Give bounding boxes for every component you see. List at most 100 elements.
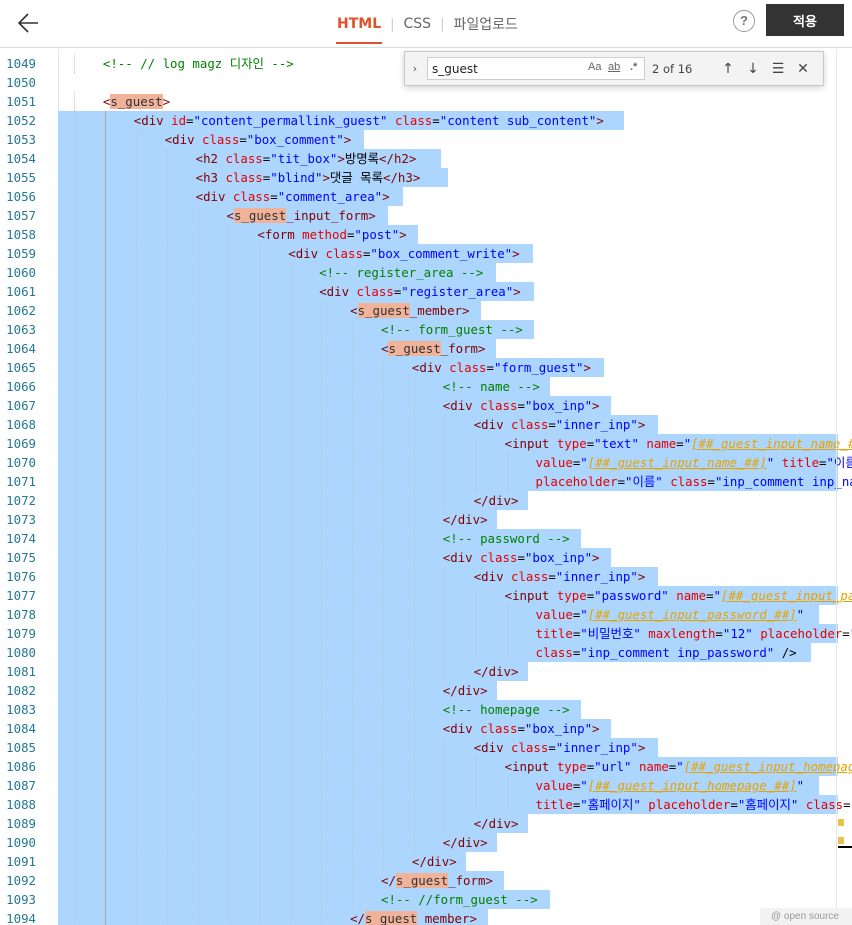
code-line[interactable]: 1050 [0,73,852,92]
code-line[interactable]: 1061<div class="register_area"> [0,282,852,301]
code-text[interactable]: </s_guest_form> [381,871,493,890]
find-input-box[interactable]: Aa ab .* [427,57,645,80]
code-text[interactable]: <div class="form_guest"> [412,358,591,377]
code-line[interactable]: 1082</div> [0,681,852,700]
code-line[interactable]: 1093<!-- //form_guest --> [0,890,852,909]
code-text[interactable]: <input type="password" name="[##_guest_i… [505,586,852,605]
code-line[interactable]: 1058<form method="post"> [0,225,852,244]
code-line[interactable]: 1086<input type="url" name="[##_guest_in… [0,757,852,776]
code-line[interactable]: 1091</div> [0,852,852,871]
code-text[interactable]: <!-- password --> [443,529,570,548]
code-text[interactable]: value="[##_guest_input_homepage_##]" [536,776,805,795]
code-text[interactable]: </div> [474,662,519,681]
code-text[interactable]: </div> [474,814,519,833]
code-line[interactable]: 1064<s_guest_form> [0,339,852,358]
code-line[interactable]: 1085<div class="inner_inp"> [0,738,852,757]
whole-word-toggle[interactable]: ab [608,61,621,73]
code-line[interactable]: 1060<!-- register_area --> [0,263,852,282]
code-line[interactable]: 1094</s_guest_member> [0,909,852,925]
code-text[interactable]: <!-- form_guest --> [381,320,523,339]
code-line[interactable]: 1054<h2 class="tit_box">방명록</h2> [0,149,852,168]
code-line[interactable]: 1049<!-- // log magz 디자인 --> [0,54,852,73]
code-text[interactable]: </div> [474,491,519,510]
code-text[interactable]: value="[##_guest_input_name_##]" title="… [536,453,852,472]
code-text[interactable]: <s_guest_member> [350,301,469,320]
code-text[interactable]: title="홈페이지" placeholder="홈페이지" class="i… [536,795,852,814]
code-text[interactable]: <div class="box_inp"> [443,396,600,415]
code-line[interactable]: 1084<div class="box_inp"> [0,719,852,738]
code-line[interactable]: 1074<!-- password --> [0,529,852,548]
regex-toggle[interactable]: .* [630,61,638,73]
code-text[interactable]: title="비밀번호" maxlength="12" placeholder=… [536,624,852,643]
code-text[interactable]: <!-- homepage --> [443,700,570,719]
help-button[interactable]: ? [733,10,755,32]
code-line[interactable]: 1075<div class="box_inp"> [0,548,852,567]
find-input[interactable] [432,61,582,76]
tab-css[interactable]: CSS [403,16,432,32]
code-line[interactable]: 1051<s_guest> [0,92,852,111]
code-line[interactable]: 1069<input type="text" name="[##_guest_i… [0,434,852,453]
code-line[interactable]: 1066<!-- name --> [0,377,852,396]
code-text[interactable]: <div class="box_comment_write"> [288,244,519,263]
code-line[interactable]: 1089</div> [0,814,852,833]
code-line[interactable]: 1063<!-- form_guest --> [0,320,852,339]
code-text[interactable]: placeholder="이름" class="inp_comment inp_… [536,472,852,491]
code-line[interactable]: 1073</div> [0,510,852,529]
code-line[interactable]: 1067<div class="box_inp"> [0,396,852,415]
code-text[interactable]: <div class="box_comment"> [165,130,352,149]
code-line[interactable]: 1090</div> [0,833,852,852]
code-text[interactable]: <!-- // log magz 디자인 --> [103,54,294,73]
code-text[interactable]: <input type="text" name="[##_guest_input… [505,434,852,453]
code-text[interactable]: <!-- name --> [443,377,540,396]
code-text[interactable]: <form method="post"> [257,225,406,244]
code-text[interactable]: value="[##_guest_input_password_##]" [536,605,805,624]
code-text[interactable]: <input type="url" name="[##_guest_input_… [505,757,852,776]
close-find-icon[interactable]: ✕ [797,60,809,77]
code-text[interactable]: <div class="inner_inp"> [474,738,646,757]
next-match-arrow-down-icon[interactable]: ↓ [747,60,759,77]
code-line[interactable]: 1055<h3 class="blind">댓글 목록</h3> [0,168,852,187]
code-text[interactable]: <div class="register_area"> [319,282,520,301]
code-line[interactable]: 1081</div> [0,662,852,681]
match-case-toggle[interactable]: Aa [588,61,602,73]
code-text[interactable]: <div class="box_inp"> [443,719,600,738]
code-text[interactable]: </div> [443,833,488,852]
code-line[interactable]: 1057<s_guest_input_form> [0,206,852,225]
code-line[interactable]: 1053<div class="box_comment"> [0,130,852,149]
code-text[interactable]: <div class="inner_inp"> [474,567,646,586]
code-line[interactable]: 1083<!-- homepage --> [0,700,852,719]
code-text[interactable]: <s_guest_input_form> [227,206,376,225]
code-line[interactable]: 1065<div class="form_guest"> [0,358,852,377]
code-text[interactable]: <!-- //form_guest --> [381,890,538,909]
previous-match-arrow-up-icon[interactable]: ↑ [722,60,734,77]
code-text[interactable]: <div class="comment_area"> [196,187,390,206]
code-text[interactable]: <div id="content_permallink_guest" class… [134,111,604,130]
code-text[interactable]: </div> [443,510,488,529]
code-text[interactable]: </s_guest_member> [350,909,477,925]
code-text[interactable]: <h3 class="blind">댓글 목록</h3> [196,168,421,187]
code-text[interactable]: class="inp_comment inp_password" /> [536,643,797,662]
code-line[interactable]: 1077<input type="password" name="[##_gue… [0,586,852,605]
code-line[interactable]: 1056<div class="comment_area"> [0,187,852,206]
code-line[interactable]: 1092</s_guest_form> [0,871,852,890]
tab-file-upload[interactable]: 파일업로드 [453,17,518,33]
code-line[interactable]: 1052<div id="content_permallink_guest" c… [0,111,852,130]
back-arrow-icon[interactable] [14,8,44,38]
code-line[interactable]: 1062<s_guest_member> [0,301,852,320]
code-text[interactable]: <div class="inner_inp"> [474,415,646,434]
code-text[interactable]: <s_guest> [103,92,170,111]
code-line[interactable]: 1076<div class="inner_inp"> [0,567,852,586]
code-text[interactable]: <h2 class="tit_box">방명록</h2> [196,149,417,168]
code-text[interactable]: <s_guest_form> [381,339,485,358]
apply-button[interactable]: 적용 [766,4,844,36]
code-line[interactable]: 1068<div class="inner_inp"> [0,415,852,434]
